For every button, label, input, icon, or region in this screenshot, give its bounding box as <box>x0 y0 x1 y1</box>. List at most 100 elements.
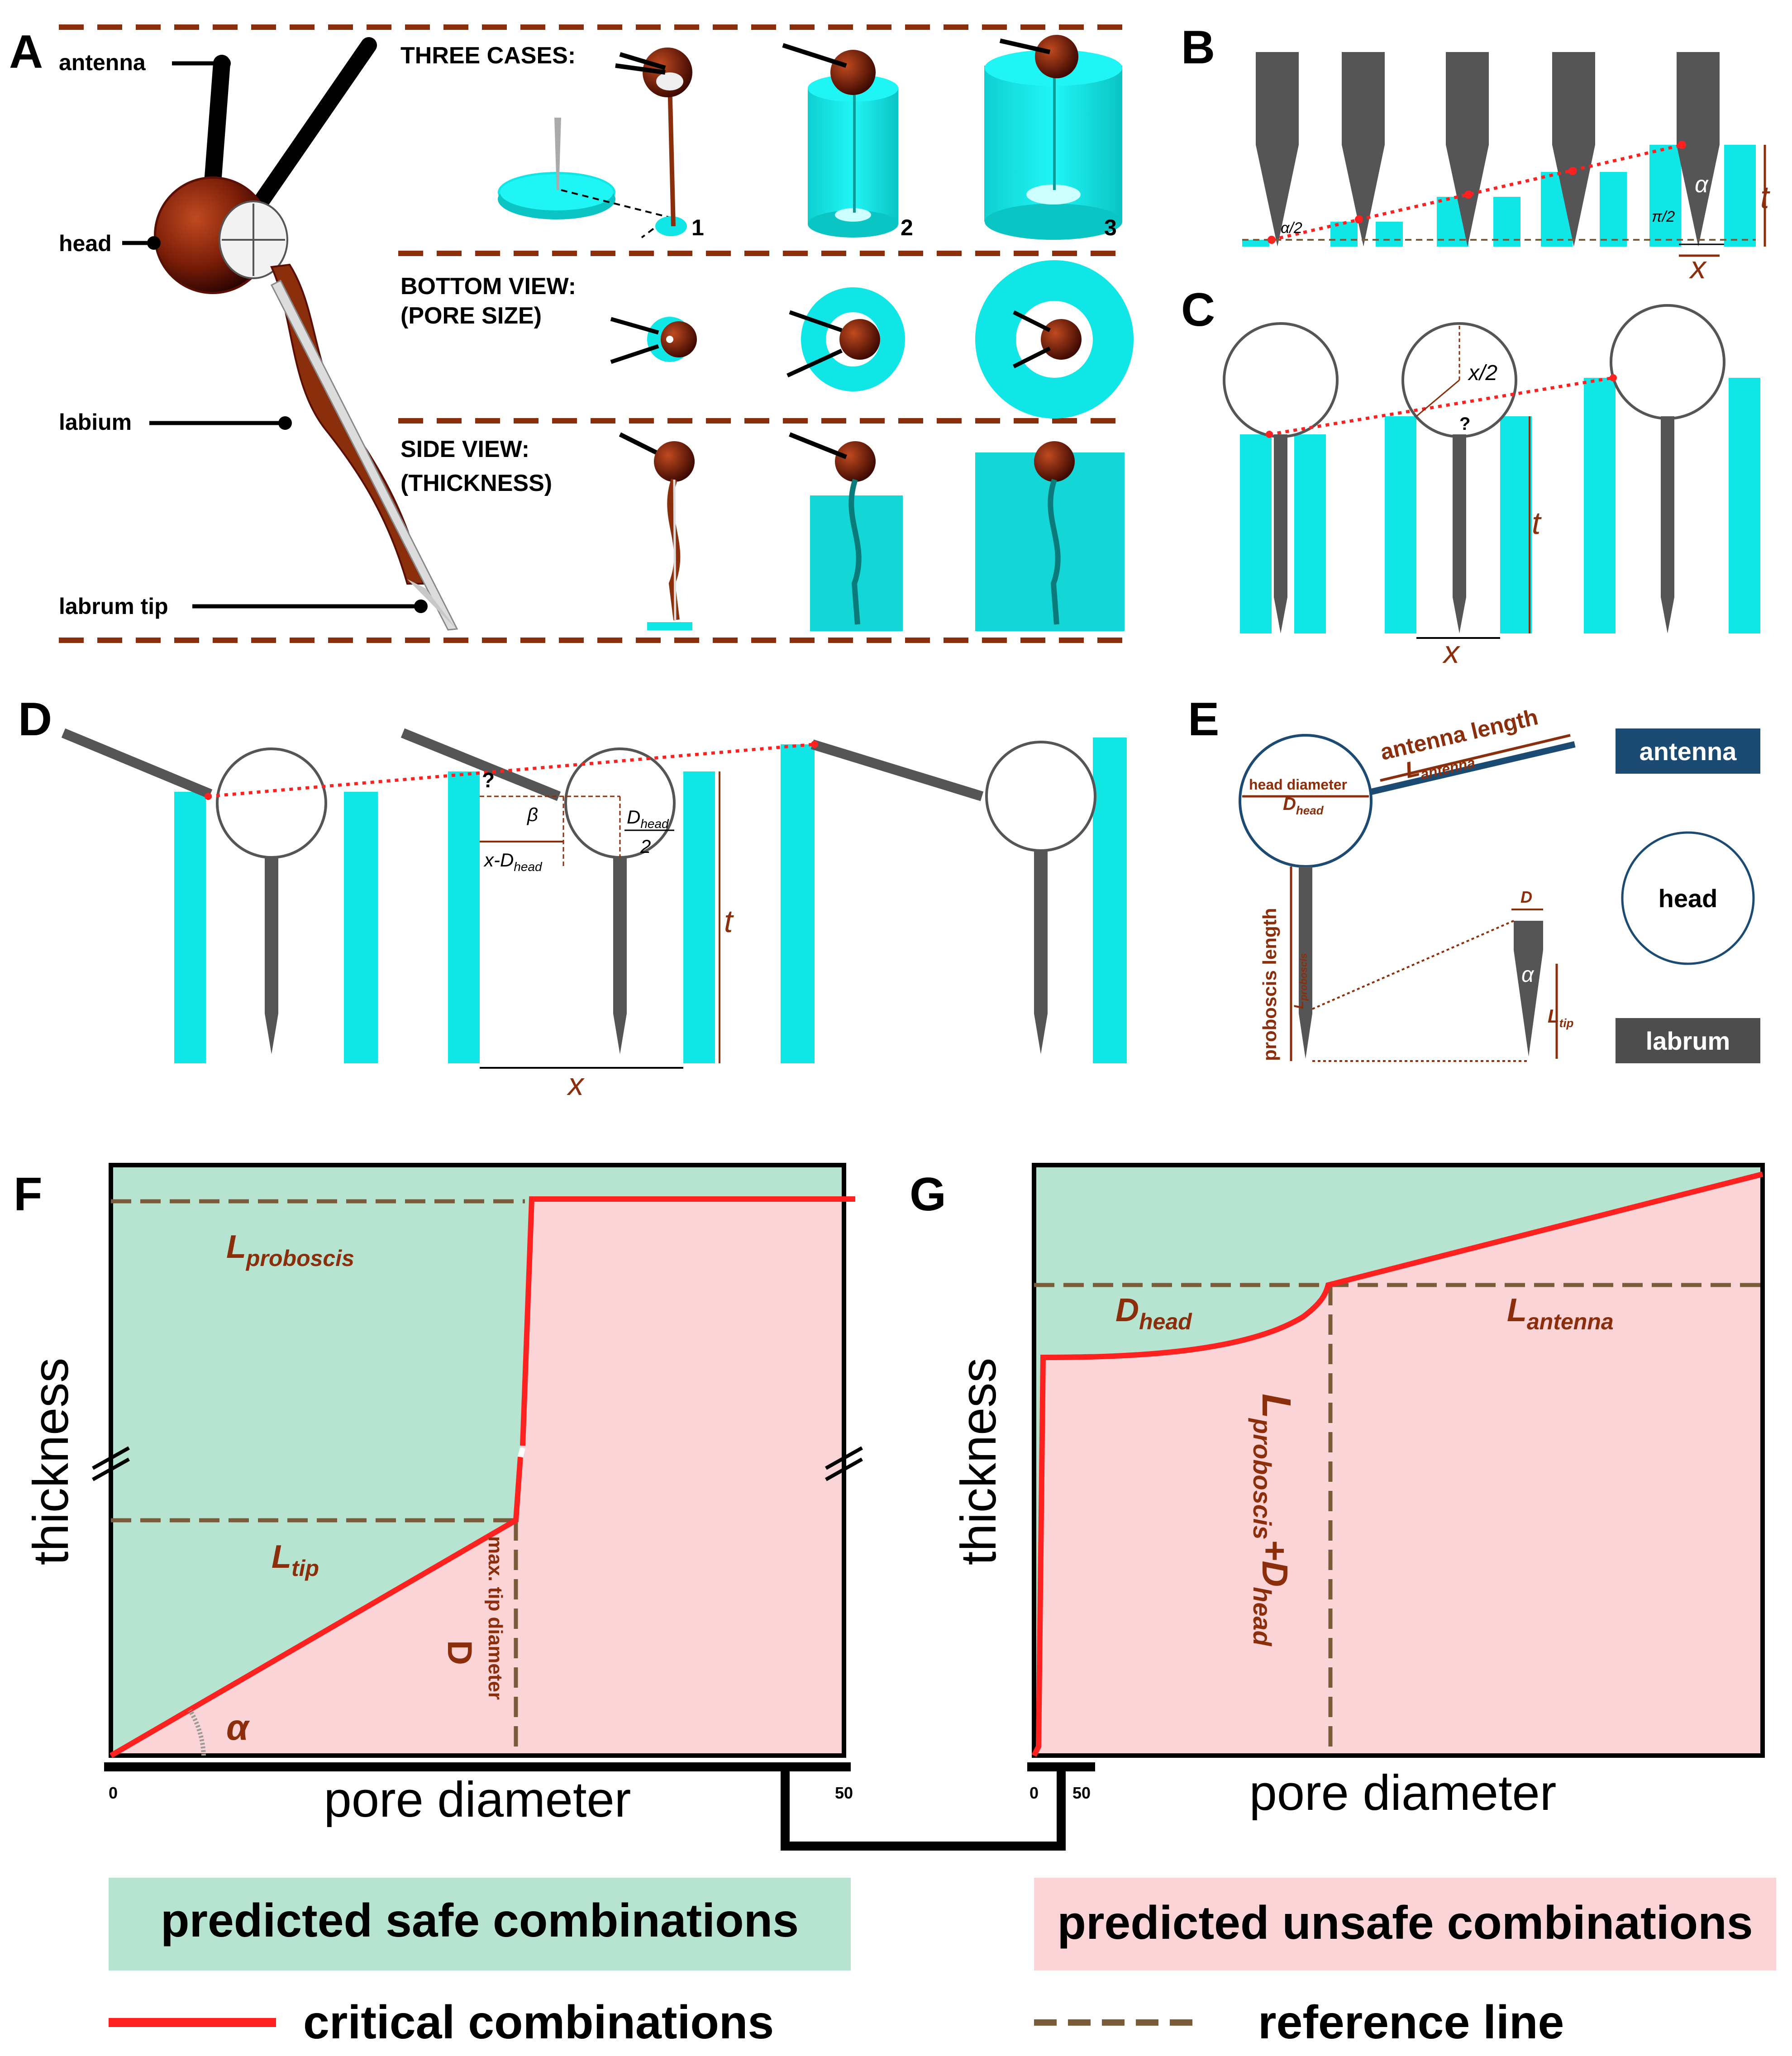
panel-e-letter: E <box>1188 693 1219 746</box>
panel-a-dividers <box>59 24 1122 643</box>
panel-f-d: D <box>440 1640 479 1665</box>
legend-reference-label: reference line <box>1258 1996 1564 2049</box>
labrum-shape <box>270 279 458 631</box>
panel-f-l-tip: Ltip <box>272 1539 319 1581</box>
panel-f-x-min: 0 <box>109 1784 118 1802</box>
panel-d-walls <box>174 738 1127 1063</box>
panel-b-alpha: α <box>1695 171 1709 198</box>
label-labium: labium <box>59 409 132 435</box>
panel-c-walls <box>1240 378 1760 633</box>
panel-g-critical-line <box>1031 1171 1763 1757</box>
panel-a-labels: antenna head labium labrum tip <box>59 50 428 619</box>
panel-g-x-min: 0 <box>1029 1784 1039 1802</box>
side-view-row <box>619 432 1125 631</box>
panel-e-legend-head-label: head <box>1659 884 1718 913</box>
panel-a-letter: A <box>9 26 43 78</box>
header-side-view: SIDE VIEW: <box>400 436 529 462</box>
case-number-3: 3 <box>1104 215 1117 240</box>
axis-link-bracket <box>781 1767 1066 1851</box>
panel-d-d-head: Dhead <box>627 806 669 831</box>
panel-b-needles <box>1256 52 1720 247</box>
antenna-right-shape <box>245 37 377 221</box>
panel-g-d-head: Dhead <box>1115 1292 1192 1334</box>
panel-e-legend-labrum <box>1616 1018 1760 1063</box>
panel-b-t: t <box>1760 180 1770 215</box>
panel-e-alpha: α <box>1521 963 1535 987</box>
panel-d-question: ? <box>482 768 495 792</box>
panel-f-max-tip-diameter: max. tip diameter <box>484 1536 506 1700</box>
legend-safe-swatch <box>109 1878 851 1970</box>
panel-a: A <box>9 24 1134 643</box>
panel-g-unsafe-area <box>1034 1174 1763 1756</box>
case-1-illustration: 1 <box>498 48 704 240</box>
panel-g-l-proboscis-d-head: Lproboscis+Dhead <box>1248 1394 1299 1647</box>
panel-c-letter: C <box>1181 284 1215 336</box>
header-thickness: (THICKNESS) <box>400 470 552 496</box>
panel-e-proboscis <box>1299 866 1312 1059</box>
panel-d-beta: β <box>526 804 538 825</box>
panel-c-question: ? <box>1459 414 1470 434</box>
label-antenna: antenna <box>59 50 146 75</box>
panel-g-ylabel: thickness <box>951 1358 1006 1566</box>
panel-e-legend-head <box>1621 831 1755 965</box>
panel-f-xlabel: pore diameter <box>324 1772 631 1828</box>
case-number-2: 2 <box>901 215 913 240</box>
panel-f-critical-line-low <box>109 1456 523 1758</box>
panel-c: C x/2 ? t x <box>1181 284 1760 670</box>
panel-c-t: t <box>1532 505 1542 541</box>
panel-e-tip <box>1514 921 1543 1057</box>
panel-b-walls <box>1242 145 1756 247</box>
panel-b: B α α/2 π/2 t x <box>1181 21 1770 285</box>
bottom-view-row <box>610 260 1134 419</box>
case-number-1: 1 <box>691 215 704 240</box>
panel-b-letter: B <box>1181 21 1215 74</box>
panel-f-unsafe-area <box>111 1199 844 1756</box>
panel-e-legend-labrum-label: labrum <box>1646 1027 1730 1055</box>
panel-g-x-max: 50 <box>1072 1784 1091 1802</box>
panel-d-mosquitoes <box>61 728 1096 1054</box>
legend-critical-label: critical combinations <box>303 1996 774 2049</box>
panel-e-l-tip: Ltip <box>1548 1005 1574 1030</box>
panel-e-legend-antenna <box>1616 728 1760 774</box>
panel-f-alpha: α <box>226 1707 250 1747</box>
label-labrum-tip: labrum tip <box>59 594 168 619</box>
panel-b-alpha-half: α/2 <box>1281 219 1302 237</box>
panel-d: D ? β x-Dhead Dhead <box>18 693 1127 1102</box>
case-3-illustration: 3 <box>984 35 1122 240</box>
legend: predicted safe combinations predicted un… <box>109 1878 1776 2049</box>
panel-f-ylabel: thickness <box>23 1358 79 1566</box>
header-bottom-view: BOTTOM VIEW: <box>400 273 576 300</box>
panel-g-letter: G <box>910 1168 946 1221</box>
panel-e: E antenna length Lantenna head diameter … <box>1188 693 1760 1063</box>
legend-safe-label: predicted safe combinations <box>161 1894 799 1947</box>
panel-g-xlabel: pore diameter <box>1249 1765 1557 1821</box>
panel-f-critical-line-high <box>520 1196 855 1446</box>
panel-e-head-circle <box>1239 734 1373 868</box>
panel-e-head-diameter: head diameter <box>1249 776 1347 793</box>
panel-d-x: x <box>567 1066 585 1102</box>
panel-f-letter: F <box>14 1168 43 1221</box>
panel-c-x-half: x/2 <box>1468 361 1497 385</box>
panel-e-legend-antenna-label: antenna <box>1639 737 1737 766</box>
label-head: head <box>59 231 112 256</box>
panel-c-mosquitoes <box>1223 304 1725 633</box>
case-2-illustration: 2 <box>782 43 913 240</box>
panel-d-two: 2 <box>640 836 651 857</box>
panel-f-x-max: 50 <box>835 1784 853 1802</box>
legend-unsafe-label: predicted unsafe combinations <box>1057 1897 1753 1949</box>
panel-c-x: x <box>1442 634 1461 670</box>
panel-d-x-minus: x-Dhead <box>483 849 543 874</box>
panel-g-l-antenna: Lantenna <box>1507 1292 1614 1334</box>
header-three-cases: THREE CASES: <box>400 43 576 69</box>
legend-unsafe-swatch <box>1034 1878 1776 1970</box>
panel-g: G Dhead Lantenna Lproboscis+Dhead 0 50 p… <box>910 1163 1765 1821</box>
mosquito-illustration <box>154 37 458 631</box>
panel-b-pi-half: π/2 <box>1652 208 1675 225</box>
panel-e-proboscis-length: proboscis length <box>1259 908 1280 1061</box>
panel-e-l-proboscis: Lproboscis <box>1292 953 1309 1009</box>
panel-f-l-proboscis: Lproboscis <box>226 1229 354 1271</box>
panel-d-t: t <box>724 904 734 939</box>
panel-b-x: x <box>1689 250 1707 285</box>
panel-b-critical-line <box>1271 143 1684 242</box>
